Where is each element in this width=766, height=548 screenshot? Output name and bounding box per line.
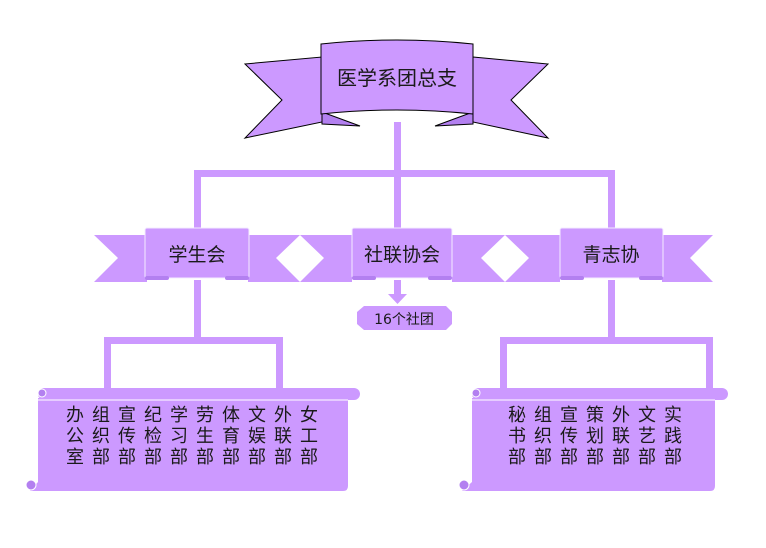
- root-ribbon-left-fold: [321, 111, 361, 127]
- department-name: 纪检部: [141, 405, 162, 468]
- department-name: 体育部: [219, 405, 240, 468]
- branch-label: 学生会: [168, 244, 225, 266]
- department-name: 外联部: [609, 405, 630, 468]
- branch-drop-left: [194, 170, 201, 240]
- branch-club-federation: 社联协会 16个社团: [351, 227, 453, 330]
- branch-box-fold-left: [560, 276, 584, 280]
- root-ribbon-right-tail: [472, 56, 550, 139]
- left-drop-b: [276, 337, 283, 389]
- department-name: 策划部: [583, 405, 604, 468]
- branch-box-fold-right: [428, 276, 452, 280]
- branch-box-fold-left: [145, 276, 169, 280]
- branch-student-union: 学生会: [144, 227, 250, 280]
- branch-drop-right: [608, 170, 615, 240]
- branch-box: [351, 227, 453, 279]
- student-union-department-list: 办公室 组织部 宣传部 纪检部 学习部 劳生部 体育部 文娱部 外联部 女工部: [60, 405, 320, 468]
- department-name: 劳生部: [193, 405, 214, 468]
- ribbon-right-end: [662, 235, 713, 282]
- left-drop-a: [104, 337, 111, 389]
- ribbon-seg-1: [248, 235, 300, 282]
- root-ribbon-left-tail: [243, 56, 323, 139]
- right-bar: [500, 337, 713, 344]
- scroll-body: [30, 398, 348, 491]
- branch-box: [144, 227, 250, 279]
- root-ribbon-right-fold: [434, 111, 474, 127]
- department-name: 办公室: [63, 405, 84, 468]
- right-trunk: [608, 280, 615, 340]
- department-name: 外联部: [271, 405, 292, 468]
- club-count-label: 16个社团: [374, 312, 434, 328]
- department-name: 宣传部: [557, 405, 578, 468]
- department-name: 女工部: [297, 405, 318, 468]
- volunteer-department-list: 秘书部 组织部 宣传部 策划部 外联部 文艺部 实践部: [502, 405, 684, 468]
- root-banner: [243, 39, 550, 139]
- club-count-badge: [357, 306, 452, 330]
- branch-volunteer-association: 青志协: [559, 227, 664, 280]
- department-name: 实践部: [661, 405, 682, 468]
- scroll-student-union: [25, 388, 360, 491]
- branch-box: [559, 227, 664, 279]
- root-label: 医学系团总支: [337, 66, 457, 90]
- ribbon-seg-3: [452, 235, 505, 282]
- department-name: 宣传部: [115, 405, 136, 468]
- branch-label: 青志协: [582, 244, 639, 266]
- left-bar: [104, 337, 282, 344]
- branch-box-fold-right: [225, 276, 249, 280]
- department-name: 学习部: [167, 405, 188, 468]
- department-name: 组织部: [89, 405, 110, 468]
- department-name: 组织部: [531, 405, 552, 468]
- branch-box-fold-right: [639, 276, 663, 280]
- ribbon-seg-4: [505, 235, 560, 282]
- branch-box-fold-left: [352, 276, 376, 280]
- scroll-curl-bottom-icon: [25, 479, 37, 491]
- scroll-curl-top-icon: [471, 388, 481, 398]
- right-drop-a: [500, 337, 507, 389]
- branch-label: 社联协会: [364, 244, 440, 266]
- ribbon-left-end: [94, 235, 147, 282]
- scroll-top-roll: [472, 388, 728, 400]
- arrow-head-icon: [388, 294, 407, 304]
- left-trunk: [194, 280, 201, 340]
- scroll-top-roll: [38, 388, 360, 400]
- arrow-shaft: [394, 280, 401, 296]
- root-ribbon-center: [320, 39, 474, 115]
- department-name: 文艺部: [635, 405, 656, 468]
- scroll-curl-top-icon: [37, 388, 47, 398]
- scroll-body: [462, 398, 715, 491]
- scroll-volunteer: [458, 388, 728, 491]
- department-name: 文娱部: [245, 405, 266, 468]
- branch-ribbon: [94, 235, 713, 282]
- right-drop-b: [706, 337, 713, 389]
- connectors: [104, 122, 713, 389]
- root-trunk: [394, 122, 401, 250]
- branch-bar: [194, 170, 614, 177]
- scroll-curl-bottom-icon: [458, 479, 470, 491]
- department-name: 秘书部: [505, 405, 526, 468]
- ribbon-seg-2: [300, 235, 352, 282]
